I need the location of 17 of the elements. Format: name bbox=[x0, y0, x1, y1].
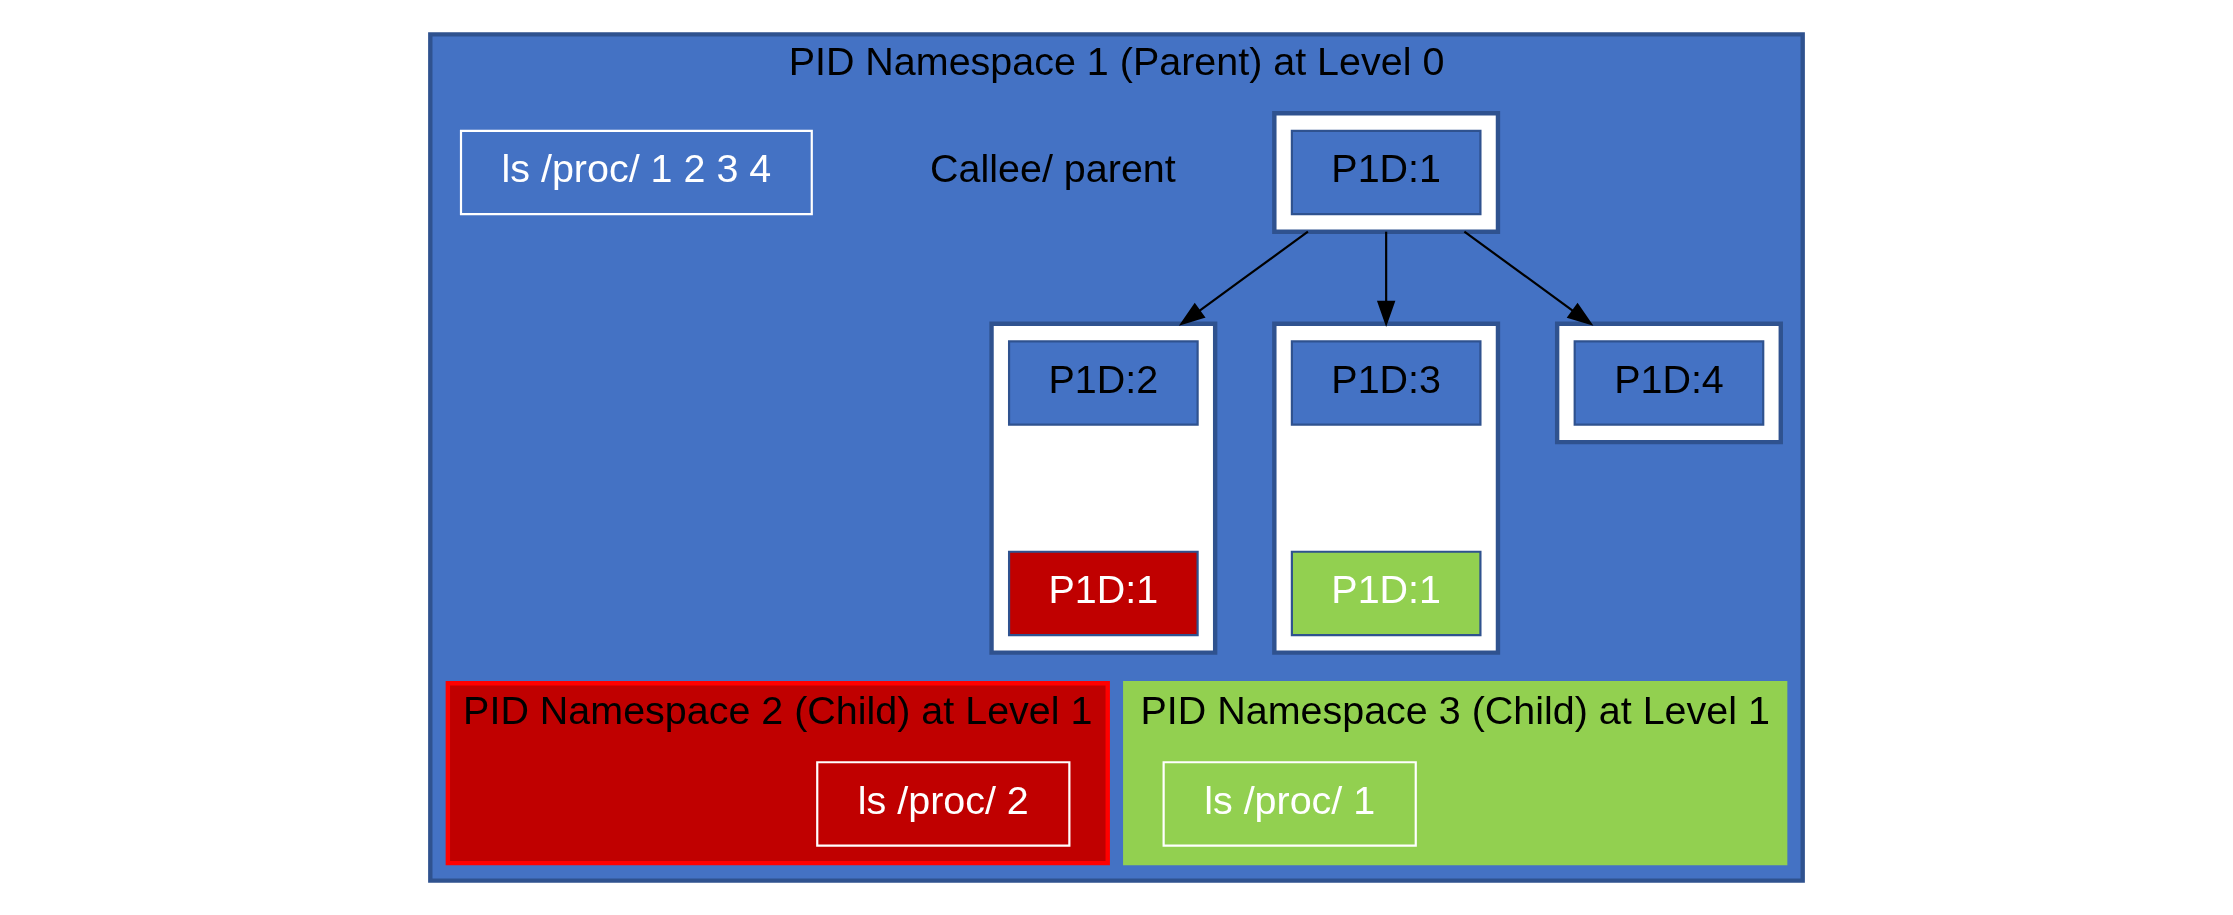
node-box: P1D:1 bbox=[1290, 129, 1482, 216]
node-box: P1D:3 bbox=[1290, 340, 1482, 426]
node-box: P1D:2 bbox=[1008, 340, 1199, 426]
node-label: Callee/ parent bbox=[930, 146, 1176, 191]
node-box: ls /proc/ 2 bbox=[816, 761, 1071, 847]
node-box: ls /proc/ 1 2 3 4 bbox=[459, 129, 813, 216]
node-box: ls /proc/ 1 bbox=[1162, 761, 1417, 847]
cluster bbox=[1554, 321, 1783, 445]
arrow bbox=[1463, 230, 1594, 326]
node-box: P1D:1 bbox=[1008, 550, 1199, 637]
cluster bbox=[1272, 111, 1501, 234]
node-box: P1D:1 bbox=[1290, 550, 1482, 637]
arrow bbox=[1178, 230, 1309, 326]
arrow bbox=[1376, 231, 1396, 328]
node-box: P1D:4 bbox=[1573, 340, 1765, 426]
cluster bbox=[1272, 321, 1501, 655]
cluster bbox=[989, 321, 1218, 655]
